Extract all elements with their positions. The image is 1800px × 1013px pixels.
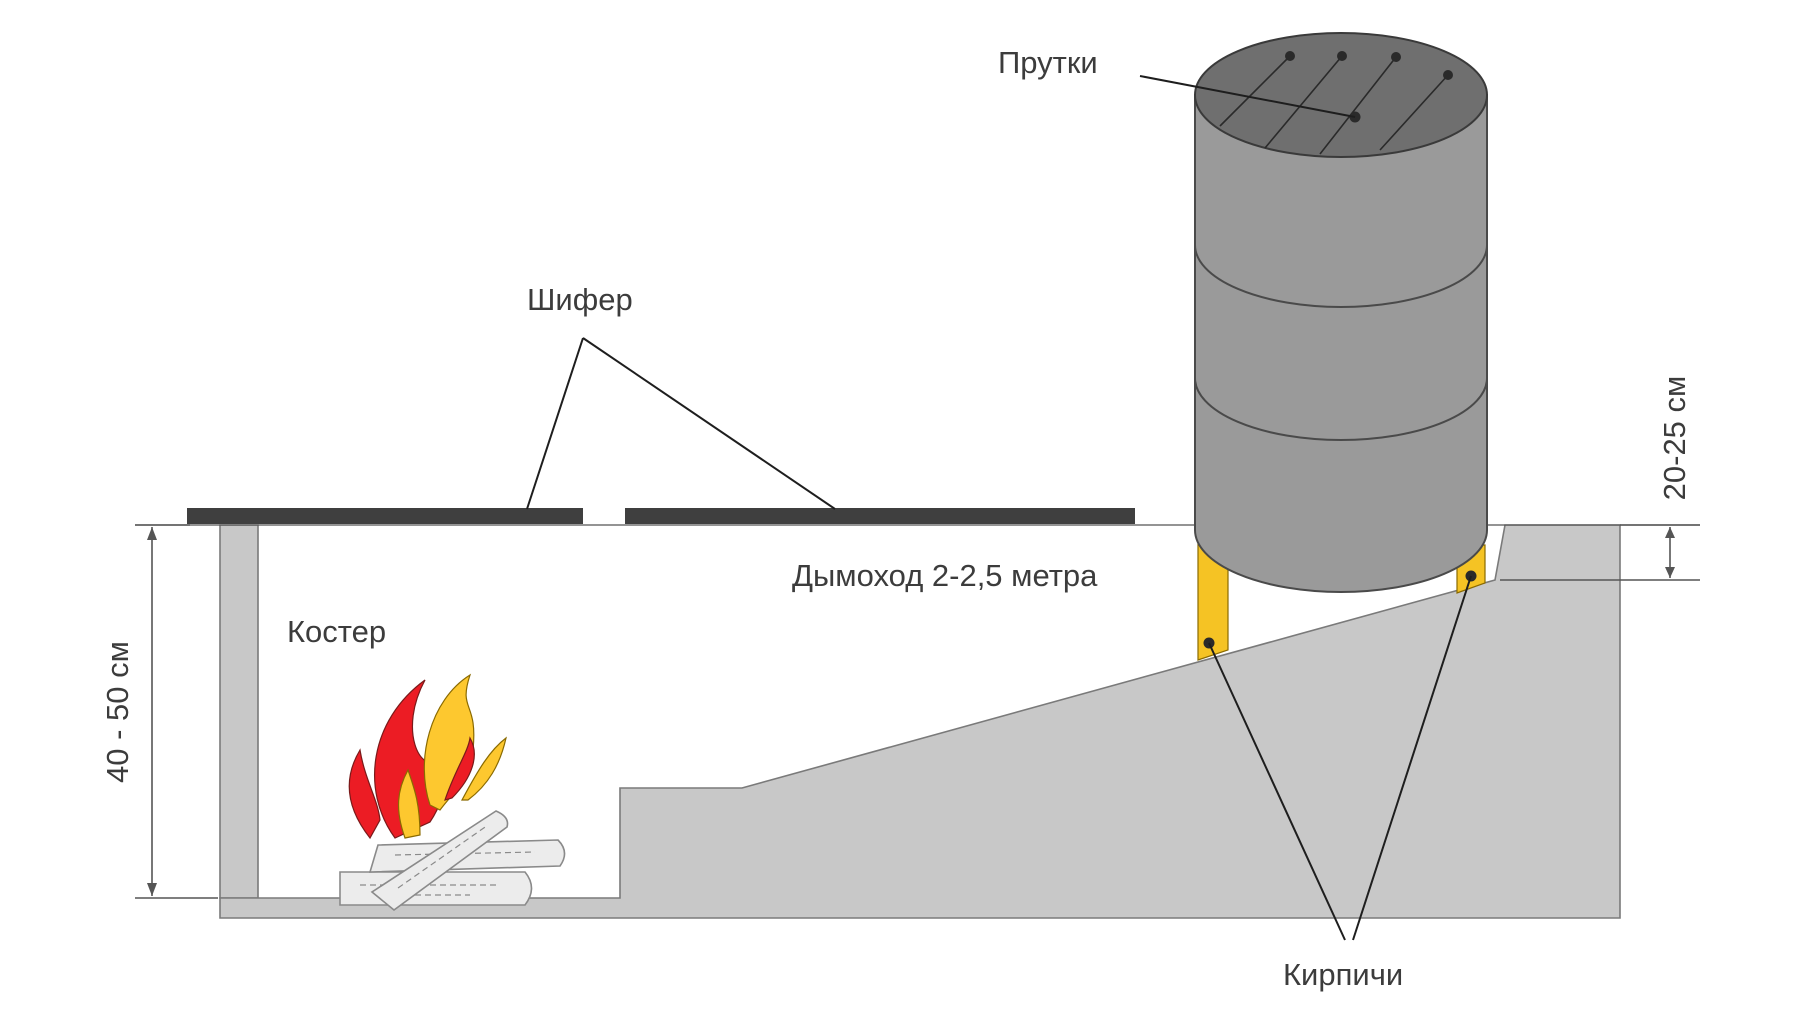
depth-label: 40 - 50 см xyxy=(100,641,135,783)
drum-body xyxy=(1194,94,1488,593)
flame-red xyxy=(348,748,381,840)
fire-label: Костер xyxy=(287,614,386,649)
drum-ring-upper xyxy=(1194,244,1488,308)
slate-label: Шифер xyxy=(527,282,633,317)
pit-cross-section xyxy=(219,524,1621,919)
drum-top-opening xyxy=(1194,32,1488,158)
rod-end xyxy=(1391,52,1401,62)
leader-bricks-right xyxy=(1352,575,1472,941)
rod xyxy=(1379,74,1449,151)
rod-end xyxy=(1337,51,1347,61)
leader-bricks-left xyxy=(1208,642,1346,941)
rods-label: Прутки xyxy=(998,45,1098,80)
slate-sheet-right xyxy=(625,508,1135,524)
slate-sheets xyxy=(187,508,1135,524)
dim-arrow-bottom xyxy=(147,883,157,896)
rods-grid xyxy=(1219,51,1453,155)
pit-floor-and-ramp xyxy=(219,524,1621,919)
bricks xyxy=(1197,534,1486,661)
log-grain xyxy=(397,824,489,889)
dim-arrow-top xyxy=(1665,527,1675,538)
flame-red xyxy=(444,736,475,801)
rod xyxy=(1319,56,1397,155)
leader-rods xyxy=(1139,75,1356,118)
bricks-label: Кирпичи xyxy=(1283,957,1403,992)
depth-dimension: 40 - 50 см xyxy=(100,524,218,899)
leader-slate-left xyxy=(526,337,584,510)
flame-yellow xyxy=(397,768,421,839)
dim-arrow-bottom xyxy=(1665,567,1675,578)
campfire xyxy=(339,673,566,912)
rod-end xyxy=(1443,70,1453,80)
slate-sheet-left xyxy=(187,508,583,524)
drum-ring-lower xyxy=(1194,377,1488,441)
rod xyxy=(1219,55,1291,127)
gap-label: 20-25 см xyxy=(1657,376,1692,501)
gap-dimension: 20-25 см xyxy=(1500,376,1700,581)
chimney-label: Дымоход 2-2,5 метра xyxy=(792,558,1098,593)
rod xyxy=(1264,55,1343,149)
dim-arrow-top xyxy=(147,527,157,540)
rod-end xyxy=(1285,51,1295,61)
leader-slate-right xyxy=(582,337,836,510)
leader-lines xyxy=(526,75,1472,941)
pit-left-wall xyxy=(219,524,259,899)
flame-yellow xyxy=(460,736,507,801)
drum-chimney xyxy=(1194,32,1488,593)
